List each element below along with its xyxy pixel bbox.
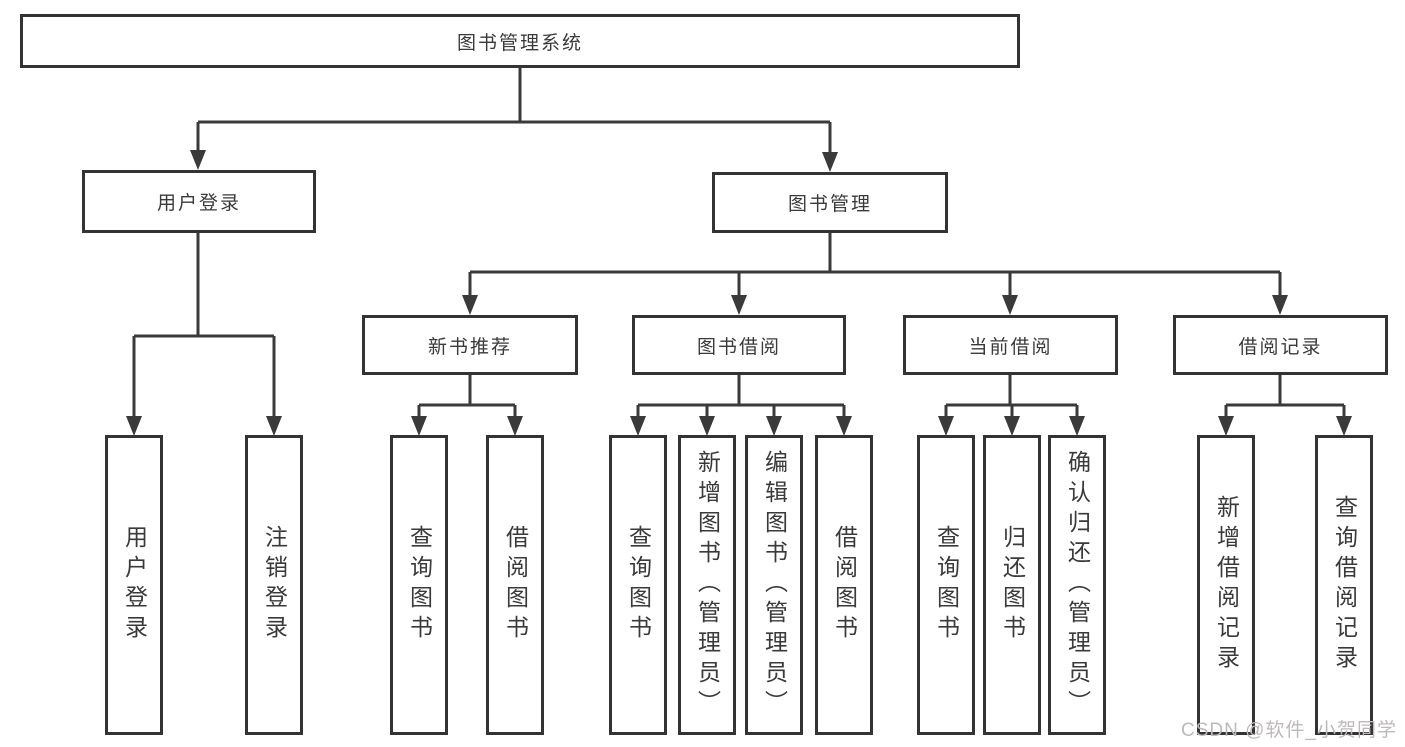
- leaf-confirm-return-admin: 确认归还（管理员）: [1048, 435, 1106, 735]
- leaf-add-books-admin: 新增图书（管理员）: [678, 435, 736, 735]
- node-label: 借阅记录: [1238, 336, 1323, 358]
- node-label: 当前借阅: [968, 336, 1053, 358]
- leaf-label: 注销登录: [261, 525, 288, 645]
- connector-book-borrowing-to-leaves: [630, 375, 852, 436]
- leaf-label: 借阅图书: [502, 525, 529, 645]
- leaf-label: 新增图书（管理员）: [694, 450, 721, 720]
- leaf-label: 编辑图书（管理员）: [761, 450, 788, 720]
- connector-book-management-to-level3: [462, 233, 1288, 315]
- node-book-borrowing: 图书借阅: [632, 315, 846, 375]
- connector-current-borrowing-to-leaves: [938, 375, 1085, 436]
- leaf-borrow-books-borrowing: 借阅图书: [815, 435, 873, 735]
- node-label: 图书借阅: [696, 336, 781, 358]
- leaf-label: 查询借阅记录: [1331, 495, 1358, 675]
- leaf-label: 确认归还（管理员）: [1064, 450, 1091, 720]
- leaf-add-borrow-record: 新增借阅记录: [1197, 435, 1255, 735]
- leaf-label: 查询图书: [625, 525, 652, 645]
- node-label: 新书推荐: [427, 336, 512, 358]
- leaf-user-login: 用户登录: [105, 435, 163, 735]
- leaf-borrow-books-recommend: 借阅图书: [486, 435, 544, 735]
- leaf-return-books: 归还图书: [983, 435, 1041, 735]
- leaf-label: 查询图书: [933, 525, 960, 645]
- node-label: 图书管理系统: [456, 32, 583, 54]
- leaf-label: 查询图书: [406, 525, 433, 645]
- connector-borrowing-records-to-leaves: [1218, 375, 1352, 436]
- connector-user-login-to-leaves: [126, 233, 282, 436]
- connector-root-to-level2: [190, 68, 838, 172]
- leaf-logout: 注销登录: [245, 435, 303, 735]
- leaf-label: 新增借阅记录: [1213, 495, 1240, 675]
- node-label: 用户登录: [156, 193, 241, 214]
- node-label: 图书管理: [787, 194, 872, 215]
- csdn-watermark: CSDN @软件_小贺同学: [1181, 720, 1397, 741]
- connector-new-book-to-leaves: [411, 375, 523, 436]
- leaf-query-books-current: 查询图书: [917, 435, 975, 735]
- node-library-management-system: 图书管理系统: [20, 14, 1020, 68]
- node-current-borrowing: 当前借阅: [903, 315, 1118, 375]
- leaf-edit-books-admin: 编辑图书（管理员）: [745, 435, 803, 735]
- leaf-label: 借阅图书: [831, 525, 858, 645]
- leaf-query-borrow-record: 查询借阅记录: [1315, 435, 1373, 735]
- node-book-management: 图书管理: [712, 172, 948, 233]
- node-borrowing-records: 借阅记录: [1173, 315, 1388, 375]
- leaf-query-books-borrowing: 查询图书: [609, 435, 667, 735]
- leaf-label: 用户登录: [121, 525, 148, 645]
- node-user-login: 用户登录: [82, 170, 316, 233]
- leaf-label: 归还图书: [999, 525, 1026, 645]
- leaf-query-books-recommend: 查询图书: [390, 435, 448, 735]
- node-new-book-recommendation: 新书推荐: [362, 315, 578, 375]
